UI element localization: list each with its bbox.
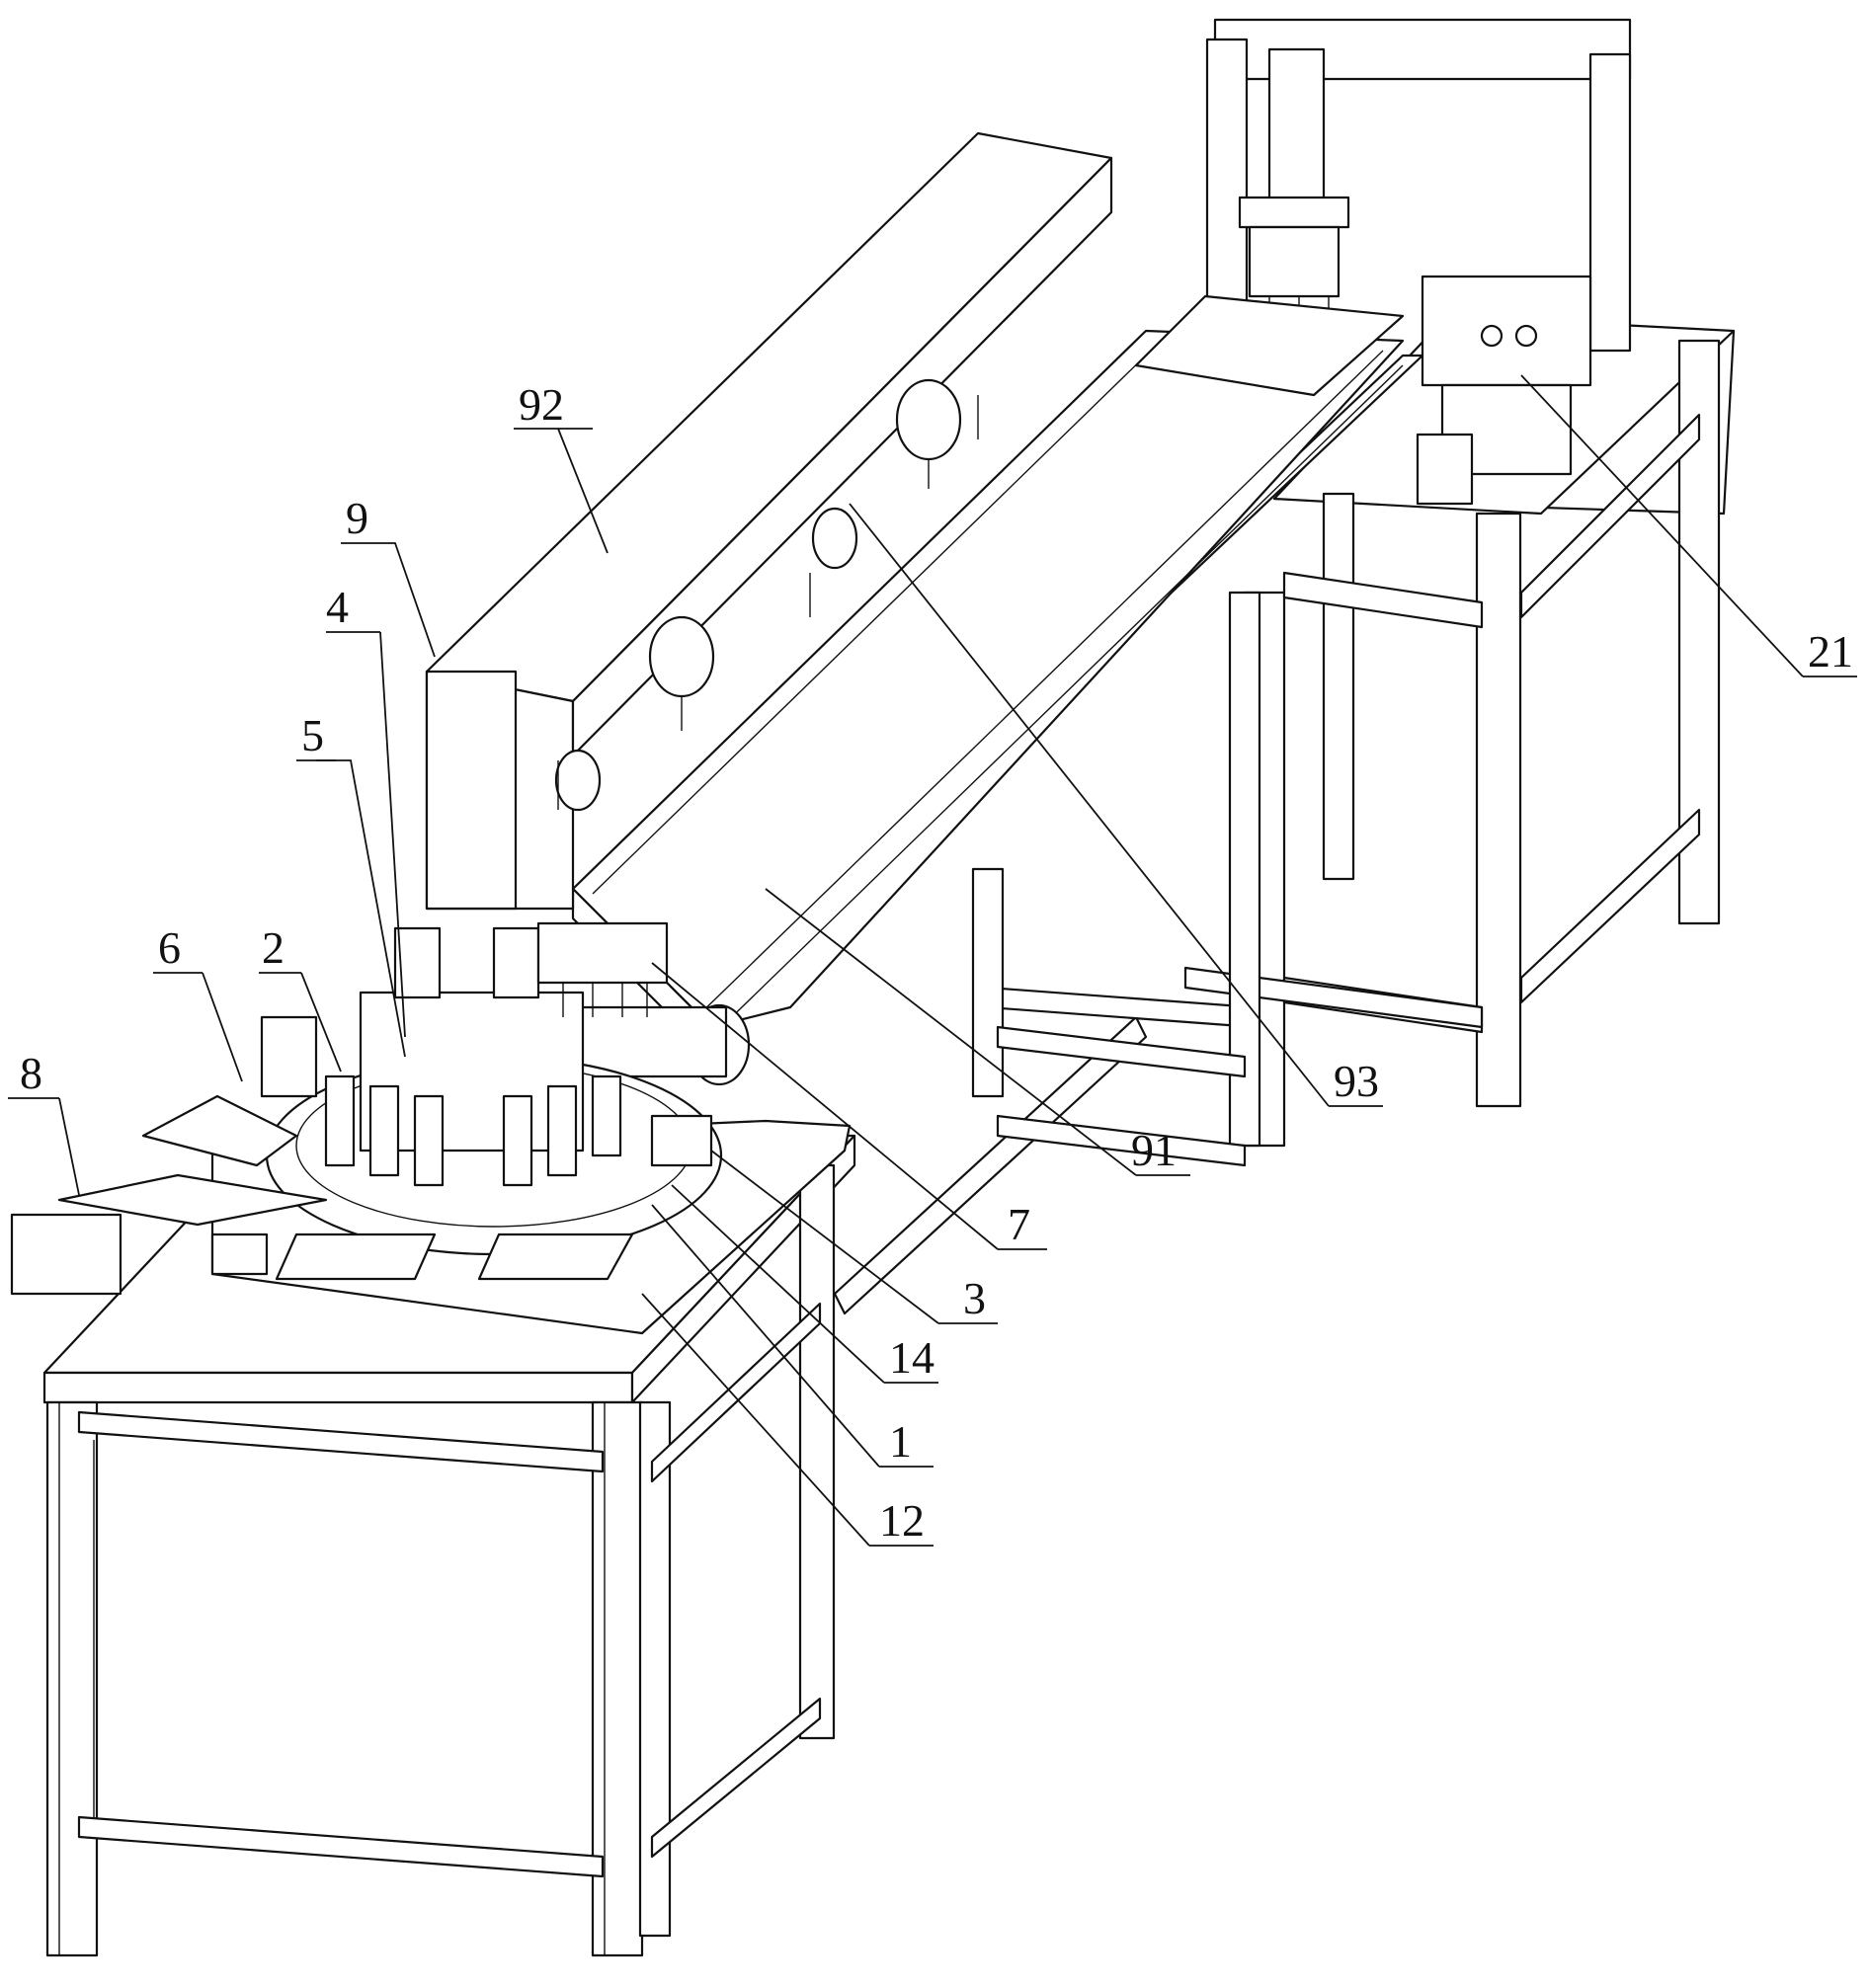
callout-5: 5 bbox=[301, 710, 324, 760]
callout-9: 9 bbox=[346, 493, 368, 543]
callouts: 92 9 4 5 6 2 8 21 93 91 7 3 14 1 12 bbox=[20, 379, 1853, 1546]
gantry-picker bbox=[1134, 18, 1632, 506]
callout-93: 93 bbox=[1334, 1056, 1379, 1106]
callout-3: 3 bbox=[963, 1273, 986, 1323]
rotary-assembly bbox=[10, 921, 723, 1296]
callout-21: 21 bbox=[1808, 626, 1853, 676]
callout-6: 6 bbox=[158, 922, 181, 973]
callout-7: 7 bbox=[1008, 1199, 1030, 1249]
callout-92: 92 bbox=[519, 379, 564, 430]
callout-91: 91 bbox=[1131, 1125, 1177, 1175]
callout-4: 4 bbox=[326, 582, 349, 632]
label-bin-9 bbox=[425, 131, 1113, 911]
callout-1: 1 bbox=[889, 1416, 912, 1467]
callout-12: 12 bbox=[879, 1495, 925, 1546]
callout-8: 8 bbox=[20, 1048, 42, 1098]
callout-14: 14 bbox=[889, 1332, 934, 1383]
callout-2: 2 bbox=[262, 922, 284, 973]
leader-lines bbox=[8, 374, 1857, 1547]
